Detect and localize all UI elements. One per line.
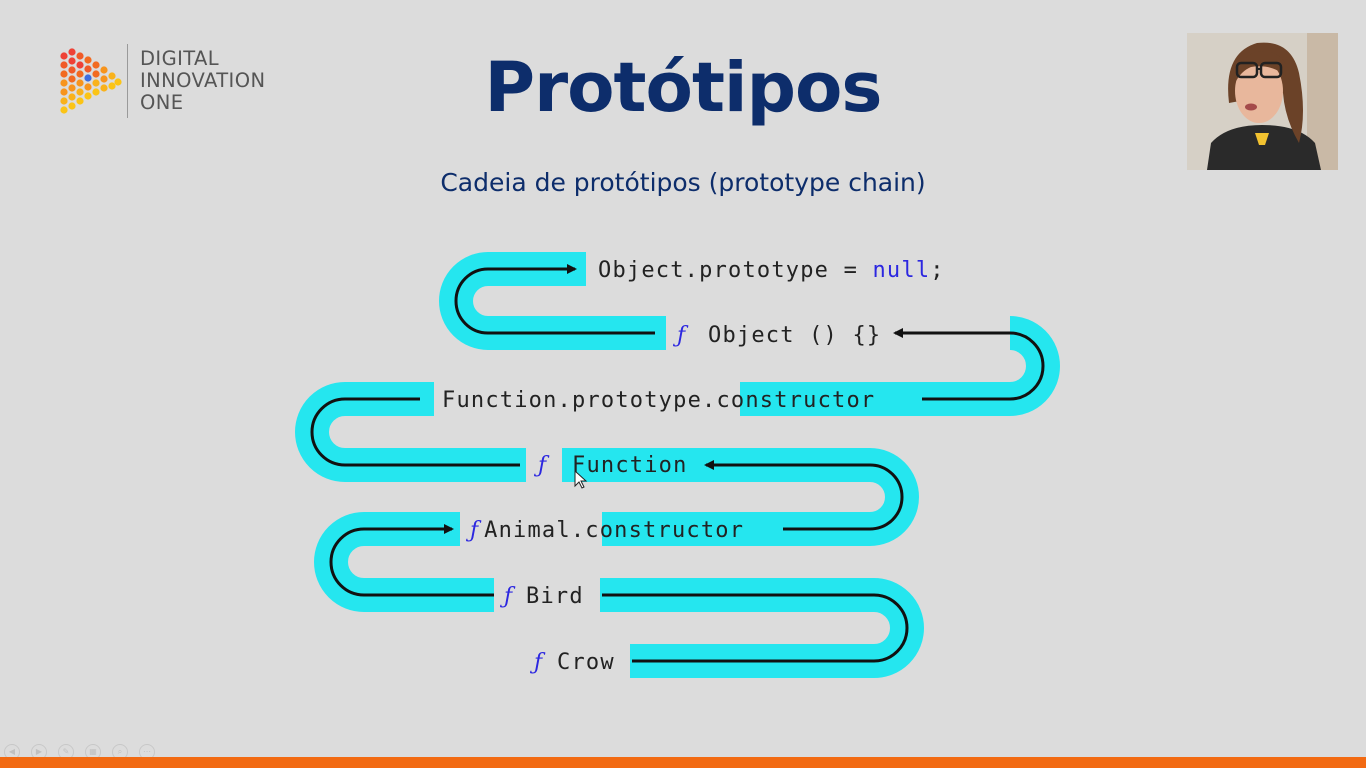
dotted-play-triangle-icon [60,48,122,114]
connector-crow-to-bird [602,593,909,663]
row5-constructor: constructor [585,518,744,543]
row3-constructor: constructor [716,388,875,413]
presenter-video-frame [1187,33,1338,170]
row2-object-constructor: Object () {} [708,323,881,348]
row1-prototype: prototype [699,258,829,283]
row5-function-icon: ƒ [465,518,482,543]
logo-divider [127,44,128,118]
row1-equals: = [829,258,872,283]
row4-function-icon: ƒ [533,453,550,478]
row7-function-icon: ƒ [529,650,546,675]
logo-line-1: DIGITAL [140,47,220,70]
row2-function-icon: ƒ [672,323,689,348]
connector-animal-to-function [704,460,904,531]
connector-function-prototype-to-object [893,328,1045,401]
digital-innovation-one-logo: DIGITAL INNOVATION ONE [58,44,298,120]
logo-wordmark: DIGITAL INNOVATION ONE [140,48,300,114]
row1-semicolon: ; [930,258,944,283]
logo-line-2: INNOVATION [140,69,266,92]
bottom-accent-bar [0,757,1366,768]
chain-connector-lines [310,264,1045,663]
chain-row-object-prototype: Object.prototype = null; [598,258,945,283]
row7-crow: Crow [557,650,615,675]
row3-function-prototype: Function.prototype. [442,388,716,413]
row1-object: Object [598,258,685,283]
row6-function-icon: ƒ [499,584,516,609]
connector-function-to-function-prototype [310,397,520,467]
connector-bird-to-animal [329,524,494,597]
row4-function: Function [572,453,688,478]
presenter-webcam [1187,33,1338,170]
slide-subtitle: Cadeia de protótipos (prototype chain) [440,168,926,197]
row6-bird: Bird [526,584,584,609]
logo-line-3: ONE [140,91,184,114]
row1-dot: . [685,258,699,283]
mouse-pointer-icon [574,469,588,489]
row1-null-keyword: null [872,258,930,283]
chain-row-function-prototype-constructor: Function.prototype.constructor [442,388,875,413]
row5-animal: Animal. [484,518,585,543]
slide-title: Protótipos [484,48,883,128]
connector-object-to-null [454,264,655,335]
